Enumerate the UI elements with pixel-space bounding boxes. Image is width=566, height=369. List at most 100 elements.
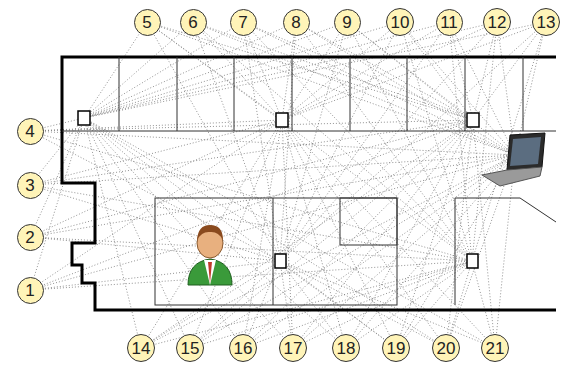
signal-path bbox=[207, 28, 515, 155]
signal-path bbox=[161, 27, 515, 155]
signal-path bbox=[45, 188, 472, 261]
callout-number: 1 bbox=[25, 282, 34, 299]
signal-path bbox=[203, 155, 515, 340]
callout-number: 6 bbox=[188, 14, 197, 31]
callout-number: 17 bbox=[284, 340, 303, 357]
callout-number: 4 bbox=[25, 123, 34, 140]
signal-path bbox=[207, 27, 473, 120]
signal-path bbox=[84, 118, 433, 340]
callout-number: 10 bbox=[391, 14, 410, 31]
callout-number: 9 bbox=[342, 14, 351, 31]
signal-path bbox=[302, 120, 473, 336]
callout-circle: 18 bbox=[332, 334, 360, 362]
callout-number: 21 bbox=[486, 340, 505, 357]
callout-circle: 9 bbox=[334, 9, 361, 36]
callout-number: 2 bbox=[25, 229, 34, 246]
signal-path bbox=[409, 34, 473, 120]
signal-path bbox=[196, 120, 282, 334]
signal-path bbox=[84, 118, 137, 333]
signal-path bbox=[280, 33, 487, 261]
inner-walls bbox=[62, 57, 556, 305]
callout-circle: 13 bbox=[532, 8, 560, 36]
signal-path bbox=[280, 34, 440, 261]
signal-path bbox=[249, 261, 280, 334]
callout-circle: 2 bbox=[17, 224, 44, 251]
signal-path bbox=[34, 118, 84, 276]
callout-number: 7 bbox=[238, 14, 247, 31]
signal-path bbox=[45, 120, 282, 181]
callout-number: 12 bbox=[488, 14, 507, 31]
signal-path bbox=[84, 118, 234, 336]
signal-path bbox=[201, 261, 280, 338]
signal-path bbox=[309, 29, 473, 120]
signal-path bbox=[45, 155, 515, 234]
signal-path bbox=[280, 261, 481, 342]
signal-path bbox=[44, 155, 515, 286]
signal-path bbox=[472, 36, 542, 261]
callout-circle: 8 bbox=[283, 9, 310, 36]
signal-path bbox=[202, 120, 473, 339]
signal-path bbox=[450, 261, 472, 334]
signal-path bbox=[280, 261, 433, 341]
signal-path bbox=[84, 30, 230, 118]
signal-path bbox=[450, 37, 472, 261]
callout-circle: 10 bbox=[386, 8, 414, 36]
signal-path bbox=[84, 118, 184, 334]
signal-path bbox=[282, 35, 339, 121]
signal-path bbox=[282, 120, 485, 337]
signal-path bbox=[257, 28, 473, 120]
signal-path bbox=[204, 261, 472, 344]
callout-number: 8 bbox=[291, 14, 300, 31]
signal-path bbox=[359, 31, 515, 155]
signal-path bbox=[472, 261, 491, 333]
signal-path bbox=[44, 189, 280, 261]
signal-path bbox=[45, 238, 472, 261]
signal-path bbox=[280, 35, 393, 261]
signal-path bbox=[253, 33, 472, 261]
signal-path bbox=[204, 32, 472, 261]
signal-path bbox=[280, 32, 535, 261]
signal-path bbox=[84, 26, 434, 118]
callout-number: 19 bbox=[387, 340, 406, 357]
signal-path bbox=[306, 261, 472, 341]
signal-path bbox=[154, 155, 515, 341]
signal-path bbox=[305, 34, 472, 261]
signal-path bbox=[246, 120, 282, 333]
signal-path bbox=[84, 25, 531, 118]
signal-path bbox=[45, 120, 473, 131]
callout-circle: 5 bbox=[134, 9, 161, 36]
signal-path bbox=[161, 26, 473, 120]
signal-path bbox=[401, 120, 473, 334]
signal-path bbox=[44, 120, 282, 231]
signal-path bbox=[84, 32, 182, 118]
signal-path bbox=[473, 34, 537, 120]
callout-number: 13 bbox=[537, 14, 556, 31]
person-icon bbox=[188, 225, 232, 285]
signal-path bbox=[282, 32, 388, 120]
signal-path bbox=[282, 120, 292, 333]
signal-path bbox=[84, 118, 384, 339]
signal-path bbox=[404, 36, 472, 261]
signal-path bbox=[473, 120, 494, 333]
callout-circle: 14 bbox=[127, 334, 155, 362]
callout-number: 18 bbox=[337, 340, 356, 357]
laptop-icon bbox=[482, 133, 545, 186]
signal-path bbox=[84, 26, 386, 118]
signal-path bbox=[44, 120, 473, 285]
callout-number: 16 bbox=[234, 340, 253, 357]
signal-path bbox=[280, 261, 384, 339]
signal-path bbox=[280, 261, 291, 333]
signal-path bbox=[245, 37, 280, 261]
signal-path bbox=[255, 155, 515, 339]
signal-path bbox=[410, 33, 515, 155]
signal-path bbox=[45, 120, 473, 183]
callout-circle: 15 bbox=[176, 334, 204, 362]
signal-path bbox=[84, 25, 482, 118]
signal-path bbox=[149, 120, 282, 335]
signal-path bbox=[249, 36, 282, 120]
callout-number: 3 bbox=[25, 177, 34, 194]
signal-path bbox=[153, 120, 473, 340]
signal-paths bbox=[34, 25, 542, 344]
signal-path bbox=[282, 30, 436, 120]
